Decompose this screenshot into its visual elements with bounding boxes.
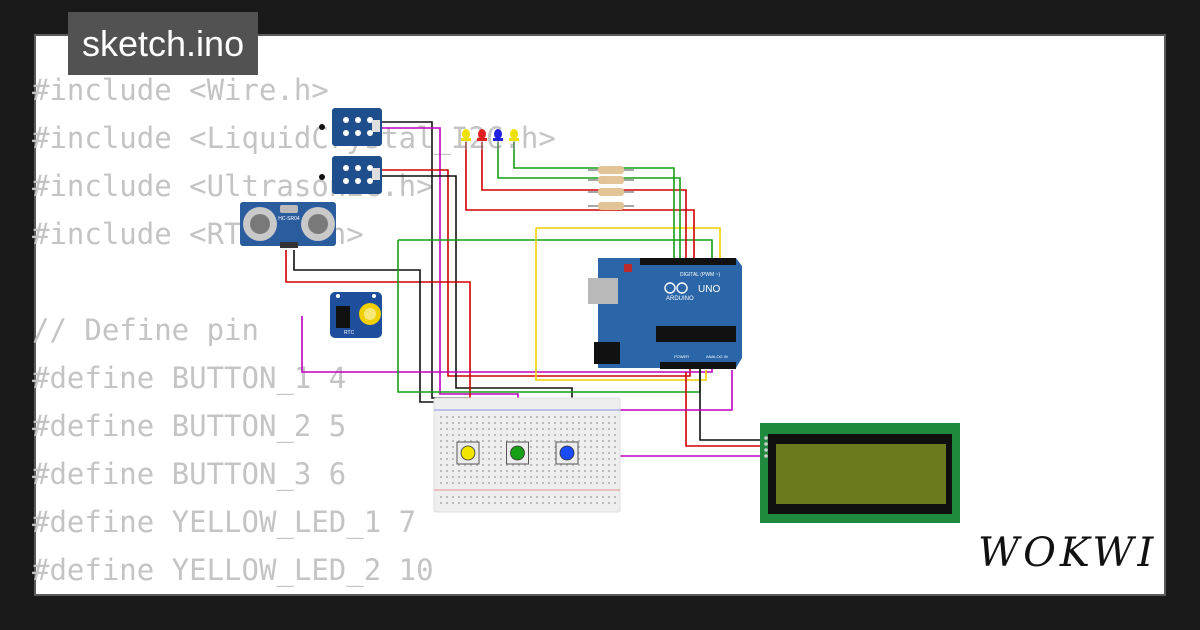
code-line: #define YELLOW_LED_1 7	[32, 505, 417, 539]
push-button[interactable]	[555, 441, 579, 465]
rtc-module: RTC	[330, 292, 382, 338]
code-line: #include <Wire.h>	[32, 73, 329, 107]
led[interactable]	[477, 129, 487, 150]
led[interactable]	[509, 129, 519, 150]
sensor-module	[319, 156, 382, 194]
wokwi-logo: WOKWI	[978, 530, 1158, 576]
wire	[497, 142, 681, 262]
wire	[535, 228, 707, 381]
board-logo: ARDUINO	[666, 296, 694, 302]
resistor	[588, 176, 634, 184]
resistor	[588, 202, 634, 210]
rtc-label: RTC	[344, 330, 355, 336]
resistor	[588, 188, 634, 196]
analog-label: ANALOG IN	[706, 354, 728, 359]
code-line: #define BUTTON_1 4	[32, 361, 347, 395]
wire	[398, 239, 713, 262]
code-line: #define YELLOW_LED_2 10	[32, 553, 434, 587]
wire	[536, 227, 721, 262]
wire	[513, 142, 675, 262]
push-button[interactable]	[456, 441, 480, 465]
ultrasonic-label: HC-SR04	[278, 216, 300, 222]
wire	[465, 142, 695, 262]
reset-button	[624, 264, 632, 272]
push-button[interactable]	[506, 441, 529, 465]
arduino-board: DIGITAL (PWM ~) ARDUINO UNO POWER ANALOG…	[588, 258, 742, 369]
lcd-display	[760, 423, 960, 523]
board-model: UNO	[698, 284, 720, 295]
wire	[699, 368, 764, 441]
code-line: #define BUTTON_2 5	[32, 409, 347, 443]
file-tab[interactable]: sketch.ino	[68, 12, 259, 75]
led[interactable]	[461, 129, 471, 150]
code-line: #include <Ultrasonic.h>	[32, 169, 434, 203]
code-line: #define BUTTON_3 6	[32, 457, 347, 491]
wire	[611, 370, 764, 457]
digital-label: DIGITAL (PWM ~)	[680, 272, 720, 278]
analog-header	[660, 362, 736, 369]
chip	[656, 326, 736, 342]
wire	[685, 372, 764, 447]
power-jack	[594, 342, 620, 364]
ultrasonic-sensor: HC-SR04	[240, 202, 336, 248]
sensor-module	[319, 108, 382, 146]
infinity-icon	[664, 282, 676, 294]
power-label: POWER	[674, 354, 689, 359]
digital-header	[640, 258, 736, 265]
code-background: #include <Wire.h>#include <LiquidCrystal…	[32, 66, 556, 594]
resistor	[588, 166, 634, 174]
wire	[481, 142, 687, 262]
code-line: // Define pin	[32, 313, 259, 347]
led[interactable]	[493, 129, 503, 150]
usb-port	[588, 278, 618, 304]
